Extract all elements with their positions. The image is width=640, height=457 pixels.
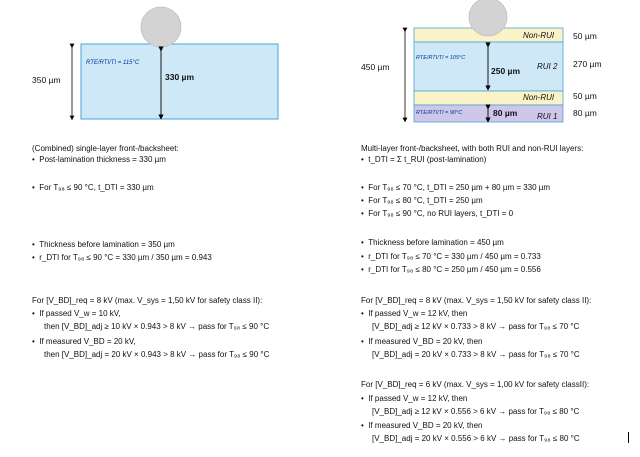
bullet: • Thickness before lamination = 450 µm — [361, 238, 504, 247]
non-rui-top-label: Non-RUI — [523, 31, 555, 40]
sphere-electrode — [468, 0, 508, 37]
bullet-continuation: [V_BD]_adj ≥ 12 kV × 0.733 > 8 kV → pass… — [372, 322, 580, 331]
bullet: • t_DTI = Σ t_RUI (post-lamination) — [361, 155, 487, 164]
rte-label: RTE/RTI/TI = 115°C — [86, 60, 140, 66]
rte2-label: RTE/RTI/TI = 105°C — [416, 55, 466, 61]
bullet-continuation: [V_BD]_adj = 20 kV × 0.556 > 6 kV → pass… — [372, 434, 580, 443]
outer-thickness-label: 450 µm — [361, 62, 390, 72]
right-title: Multi-layer front-/backsheet, with both … — [361, 144, 584, 153]
bullet: • If passed V_w = 12 kV, then — [361, 394, 468, 403]
bullet-continuation: then [V_BD]_adj = 20 kV × 0.943 > 8 kV →… — [44, 350, 270, 359]
bullet: • For T₉₈ ≤ 90 °C, no RUI layers, t_DTI … — [361, 209, 514, 218]
bullet: • Post-lamination thickness = 330 µm — [32, 155, 166, 164]
outer-thickness-label: 350 µm — [32, 75, 61, 85]
single-layer-diagram — [69, 6, 279, 121]
rui1-dim: 80 µm — [573, 108, 597, 118]
rui2-thickness-label: 250 µm — [491, 66, 520, 76]
rui2-dim: 270 µm — [573, 59, 602, 69]
rui1-thickness-label: 80 µm — [493, 108, 518, 118]
bullet: • r_DTI for T₉₈ ≤ 90 °C = 330 µm / 350 µ… — [32, 253, 212, 262]
bullet: • r_DTI for T₉₈ ≤ 80 °C = 250 µm / 450 µ… — [361, 265, 541, 274]
rte1-label: RTE/RTI/TI = 90°C — [416, 110, 463, 116]
text-cursor — [628, 432, 629, 443]
single-layer-sheet — [80, 43, 279, 120]
bullet: • r_DTI for T₉₈ ≤ 70 °C = 330 µm / 450 µ… — [361, 252, 541, 261]
mid-layer-dim: 50 µm — [573, 91, 597, 101]
requirement-line: For [V_BD]_req = 8 kV (max. V_sys = 1,50… — [361, 296, 592, 305]
requirement-line: For [V_BD]_req = 8 kV (max. V_sys = 1,50… — [32, 296, 263, 305]
bullet: • For T₉₈ ≤ 90 °C, t_DTI = 330 µm — [32, 183, 154, 192]
bullet: • If passed V_w = 12 kV, then — [361, 309, 468, 318]
rui1-label: RUI 1 — [537, 112, 558, 121]
rui2-label: RUI 2 — [537, 62, 558, 71]
top-layer-dim: 50 µm — [573, 31, 597, 41]
bullet-continuation: [V_BD]_adj ≥ 12 kV × 0.556 > 6 kV → pass… — [372, 407, 580, 416]
bullet: • If passed V_w = 10 kV, — [32, 309, 121, 318]
bullet: • Thickness before lamination = 350 µm — [32, 240, 175, 249]
bullet: • For T₉₈ ≤ 80 °C, t_DTI = 250 µm — [361, 196, 483, 205]
layer-thickness-label: 330 µm — [165, 72, 194, 82]
requirement-line: For [V_BD]_req = 6 kV (max. V_sys = 1,00… — [361, 380, 590, 389]
bullet-continuation: [V_BD]_adj = 20 kV × 0.733 > 8 kV → pass… — [372, 350, 580, 359]
bullet: • For T₉₈ ≤ 70 °C, t_DTI = 250 µm + 80 µ… — [361, 183, 551, 192]
bullet: • If measured V_BD = 20 kV, then — [361, 421, 483, 430]
left-title: (Combined) single-layer front-/backsheet… — [32, 144, 179, 153]
bullet-continuation: then [V_BD]_adj ≥ 10 kV × 0.943 > 8 kV →… — [44, 322, 270, 331]
sphere-electrode — [140, 6, 182, 48]
multi-layer-diagram — [402, 0, 564, 123]
bullet: • If measured V_BD = 20 kV, — [32, 337, 136, 346]
non-rui-mid-label: Non-RUI — [523, 93, 555, 102]
bullet: • If measured V_BD = 20 kV, then — [361, 337, 483, 346]
